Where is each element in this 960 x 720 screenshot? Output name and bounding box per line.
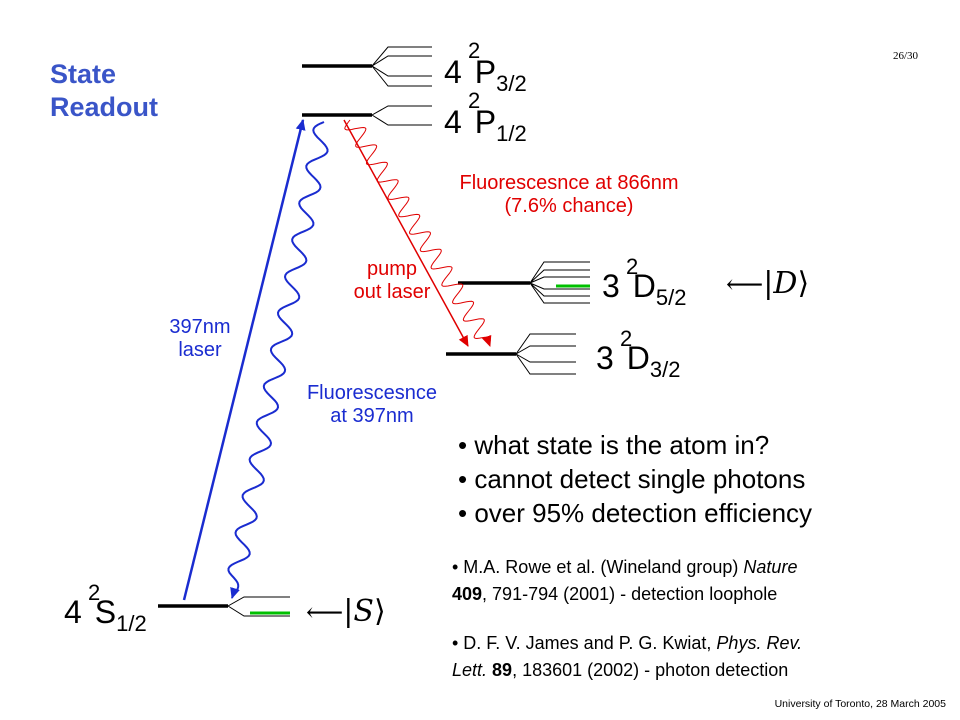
label-p12-sub: 1/2 — [496, 121, 527, 146]
ket-d-angle-icon: ⟩ — [797, 266, 810, 301]
laser-397-line-2: laser — [178, 339, 222, 361]
label-s12-letter: S — [94, 594, 117, 630]
ket-d-bar-icon: | — [763, 266, 774, 301]
level-d52-line — [458, 261, 590, 304]
label-p12-main: 4 — [444, 104, 462, 140]
bullet-item: • what state is the atom in? — [458, 430, 770, 460]
title-line-1: State — [50, 59, 117, 89]
label-s12-sup: 2 — [88, 580, 101, 605]
reference-james: • D. F. V. James and P. G. Kwiat, Phys. … — [452, 630, 922, 684]
label-p12-sup: 2 — [468, 88, 481, 113]
fluorescence-866-label: Fluorescesnce at 866nm (7.6% chance) — [424, 172, 714, 218]
footer: University of Toronto, 28 March 2005 — [774, 698, 946, 710]
label-p32-sup: 2 — [468, 38, 481, 63]
ket-s-angle-icon: ⟩ — [373, 594, 386, 629]
label-d52-main: 3 — [602, 268, 620, 304]
ref-james-volume: 89 — [492, 660, 513, 680]
label-d32-sup: 2 — [620, 326, 633, 351]
label-p32-letter: P — [474, 54, 497, 90]
ref-james-journal-a: Phys. Rev. — [716, 633, 803, 653]
page-number: 26/30 — [892, 50, 918, 62]
label-p12-letter: P — [474, 104, 497, 140]
ket-s-bar-icon: | — [343, 594, 354, 629]
level-d32-line — [446, 333, 576, 375]
label-d32-main: 3 — [596, 340, 614, 376]
ref-rowe-authors: • M.A. Rowe et al. (Wineland group) — [452, 557, 744, 577]
fluorescence-866-line-1: Fluorescesnce at 866nm — [459, 172, 679, 194]
ref-james-rest: , 183601 (2002) - photon detection — [512, 660, 789, 680]
level-p32-line — [302, 46, 432, 87]
level-s12-line — [158, 596, 290, 617]
laser-397-line-1: 397nm — [169, 316, 231, 338]
fluorescence-397-line-1: Fluorescesnce — [306, 382, 438, 404]
label-d52-letter: D — [632, 268, 656, 304]
label-s12-main: 4 — [64, 594, 82, 630]
fluorescence-397-wave — [227, 121, 329, 599]
laser-397-label: 397nm laser — [160, 316, 240, 362]
label-d32-letter: D — [626, 340, 650, 376]
ref-james-authors: • D. F. V. James and P. G. Kwiat, — [452, 633, 717, 653]
ket-s: ⟵|S⟩ — [306, 594, 386, 629]
ket-s-arrow-icon: ⟵ — [306, 598, 344, 628]
fluorescence-397-line-2: at 397nm — [330, 405, 414, 427]
level-p12-line — [302, 105, 432, 126]
fluorescence-397-label: Fluorescesnce at 397nm — [292, 382, 452, 428]
ket-d: ⟵|D⟩ — [726, 266, 809, 301]
label-d52-sup: 2 — [626, 254, 639, 279]
label-p32-main: 4 — [444, 54, 462, 90]
pump-line-1: pump — [366, 258, 418, 280]
pump-line-2: out laser — [353, 281, 431, 303]
pump-out-laser-arrow — [343, 119, 469, 347]
ket-s-label: S — [353, 594, 374, 629]
bullet-item: • cannot detect single photons — [458, 464, 806, 494]
fluorescence-866-wave — [344, 119, 492, 347]
label-s12-sub: 1/2 — [116, 611, 147, 636]
ket-d-arrow-icon: ⟵ — [726, 270, 764, 300]
ref-rowe-journal: Nature — [743, 557, 798, 577]
label-d32-sub: 3/2 — [649, 357, 681, 382]
ref-rowe-volume: 409 — [452, 584, 483, 604]
ket-d-label: D — [773, 266, 798, 301]
label-p32-sub: 3/2 — [496, 71, 527, 96]
ref-rowe-rest: , 791-794 (2001) - detection loophole — [482, 584, 778, 604]
bullet-item: • over 95% detection efficiency — [458, 498, 813, 528]
reference-rowe: • M.A. Rowe et al. (Wineland group) Natu… — [452, 554, 922, 608]
pump-out-laser-label: pump out laser — [342, 258, 442, 304]
title-line-2: Readout — [50, 92, 158, 122]
fluorescence-866-line-2: (7.6% chance) — [504, 195, 634, 217]
label-d52-sub: 5/2 — [655, 285, 687, 310]
slide-title: State Readout — [50, 58, 158, 124]
bullet-list: • what state is the atom in? • cannot de… — [458, 428, 812, 530]
laser-397-arrow — [182, 119, 306, 601]
ref-james-journal-b: Lett. — [452, 660, 488, 680]
